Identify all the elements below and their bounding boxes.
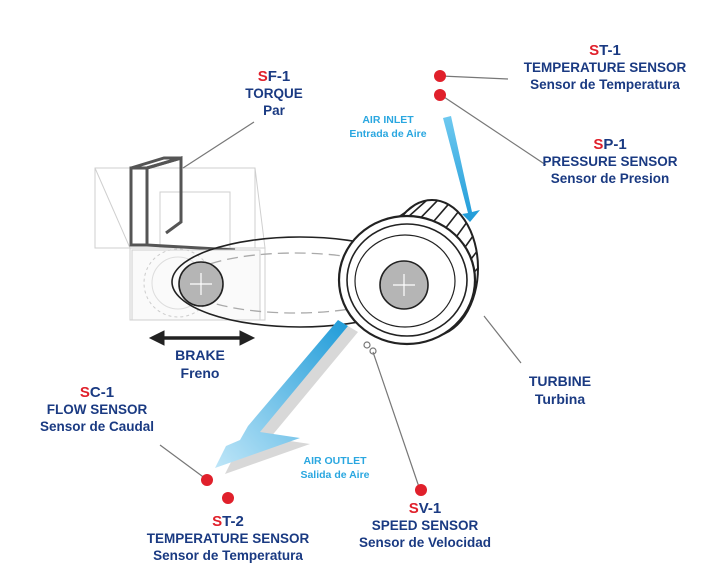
speed-sensor-probe	[363, 341, 421, 491]
label-sf1-en: TORQUE	[245, 86, 303, 102]
label-sv1-en: SPEED SENSOR	[371, 518, 479, 534]
label-st2-es: Sensor de Temperatura	[153, 547, 303, 563]
turbine-pulley	[379, 260, 429, 310]
label-sv1-code-prefix: S	[408, 500, 419, 517]
label-st1-code: T-1	[599, 42, 621, 59]
label-sc1-code-prefix: S	[79, 384, 90, 401]
label-brake-es: Freno	[180, 365, 220, 382]
label-turbine: TURBINE Turbina	[505, 372, 615, 408]
label-st2: ST-2 TEMPERATURE SENSOR Sensor de Temper…	[128, 513, 328, 564]
label-st2-code-prefix: S	[212, 513, 223, 530]
label-st1-en: TEMPERATURE SENSOR	[523, 60, 687, 76]
sensor-dot-sc1	[201, 474, 213, 486]
label-sf1-code-prefix: S	[257, 68, 268, 85]
label-air-outlet-en: AIR OUTLET	[303, 455, 367, 467]
label-st2-en: TEMPERATURE SENSOR	[146, 531, 310, 547]
sensor-dot-sv1	[415, 484, 427, 496]
label-sc1-en: FLOW SENSOR	[46, 402, 148, 418]
label-sp1: SP-1 PRESSURE SENSOR Sensor de Presion	[520, 136, 700, 187]
label-sf1-code: F-1	[267, 68, 291, 85]
label-turbine-en: TURBINE	[528, 373, 592, 389]
sensor-dot-st2	[222, 492, 234, 504]
brake-pulley	[178, 261, 224, 307]
label-st1: ST-1 TEMPERATURE SENSOR Sensor de Temper…	[505, 42, 705, 93]
label-sp1-en: PRESSURE SENSOR	[542, 154, 678, 170]
sensor-dot-st1	[434, 70, 446, 82]
label-sc1: SC-1 FLOW SENSOR Sensor de Caudal	[12, 384, 182, 435]
label-air-outlet: AIR OUTLET Salida de Aire	[285, 455, 385, 482]
label-st1-code-prefix: S	[589, 42, 600, 59]
label-brake: BRAKE Freno	[160, 346, 240, 382]
leader-lines	[159, 75, 547, 480]
torque-arm	[129, 155, 236, 252]
label-brake-en: BRAKE	[175, 347, 225, 363]
brake-arrow	[148, 330, 256, 346]
label-st1-es: Sensor de Temperatura	[530, 76, 680, 92]
label-air-inlet-es: Entrada de Aire	[349, 127, 427, 140]
label-sp1-code-prefix: S	[593, 136, 604, 153]
sensor-dot-sp1	[434, 89, 446, 101]
label-sv1-code: V-1	[418, 500, 442, 517]
label-sp1-es: Sensor de Presion	[550, 170, 670, 186]
label-turbine-es: Turbina	[534, 391, 586, 408]
label-air-outlet-es: Salida de Aire	[300, 468, 370, 481]
label-st2-code: T-2	[222, 513, 244, 530]
label-sf1-es: Par	[263, 102, 285, 118]
label-sf1: SF-1 TORQUE Par	[234, 68, 314, 119]
sensor-dots	[201, 70, 446, 504]
label-air-inlet: AIR INLET Entrada de Aire	[338, 114, 438, 141]
air-inlet-arrow	[443, 116, 480, 222]
label-sc1-code: C-1	[89, 384, 115, 401]
label-air-inlet-en: AIR INLET	[362, 114, 414, 126]
label-sv1: SV-1 SPEED SENSOR Sensor de Velocidad	[335, 500, 515, 551]
air-outlet-arrow	[215, 320, 358, 474]
label-sp1-code: P-1	[603, 136, 627, 153]
label-sv1-es: Sensor de Velocidad	[358, 534, 492, 550]
label-sc1-es: Sensor de Caudal	[39, 418, 155, 434]
